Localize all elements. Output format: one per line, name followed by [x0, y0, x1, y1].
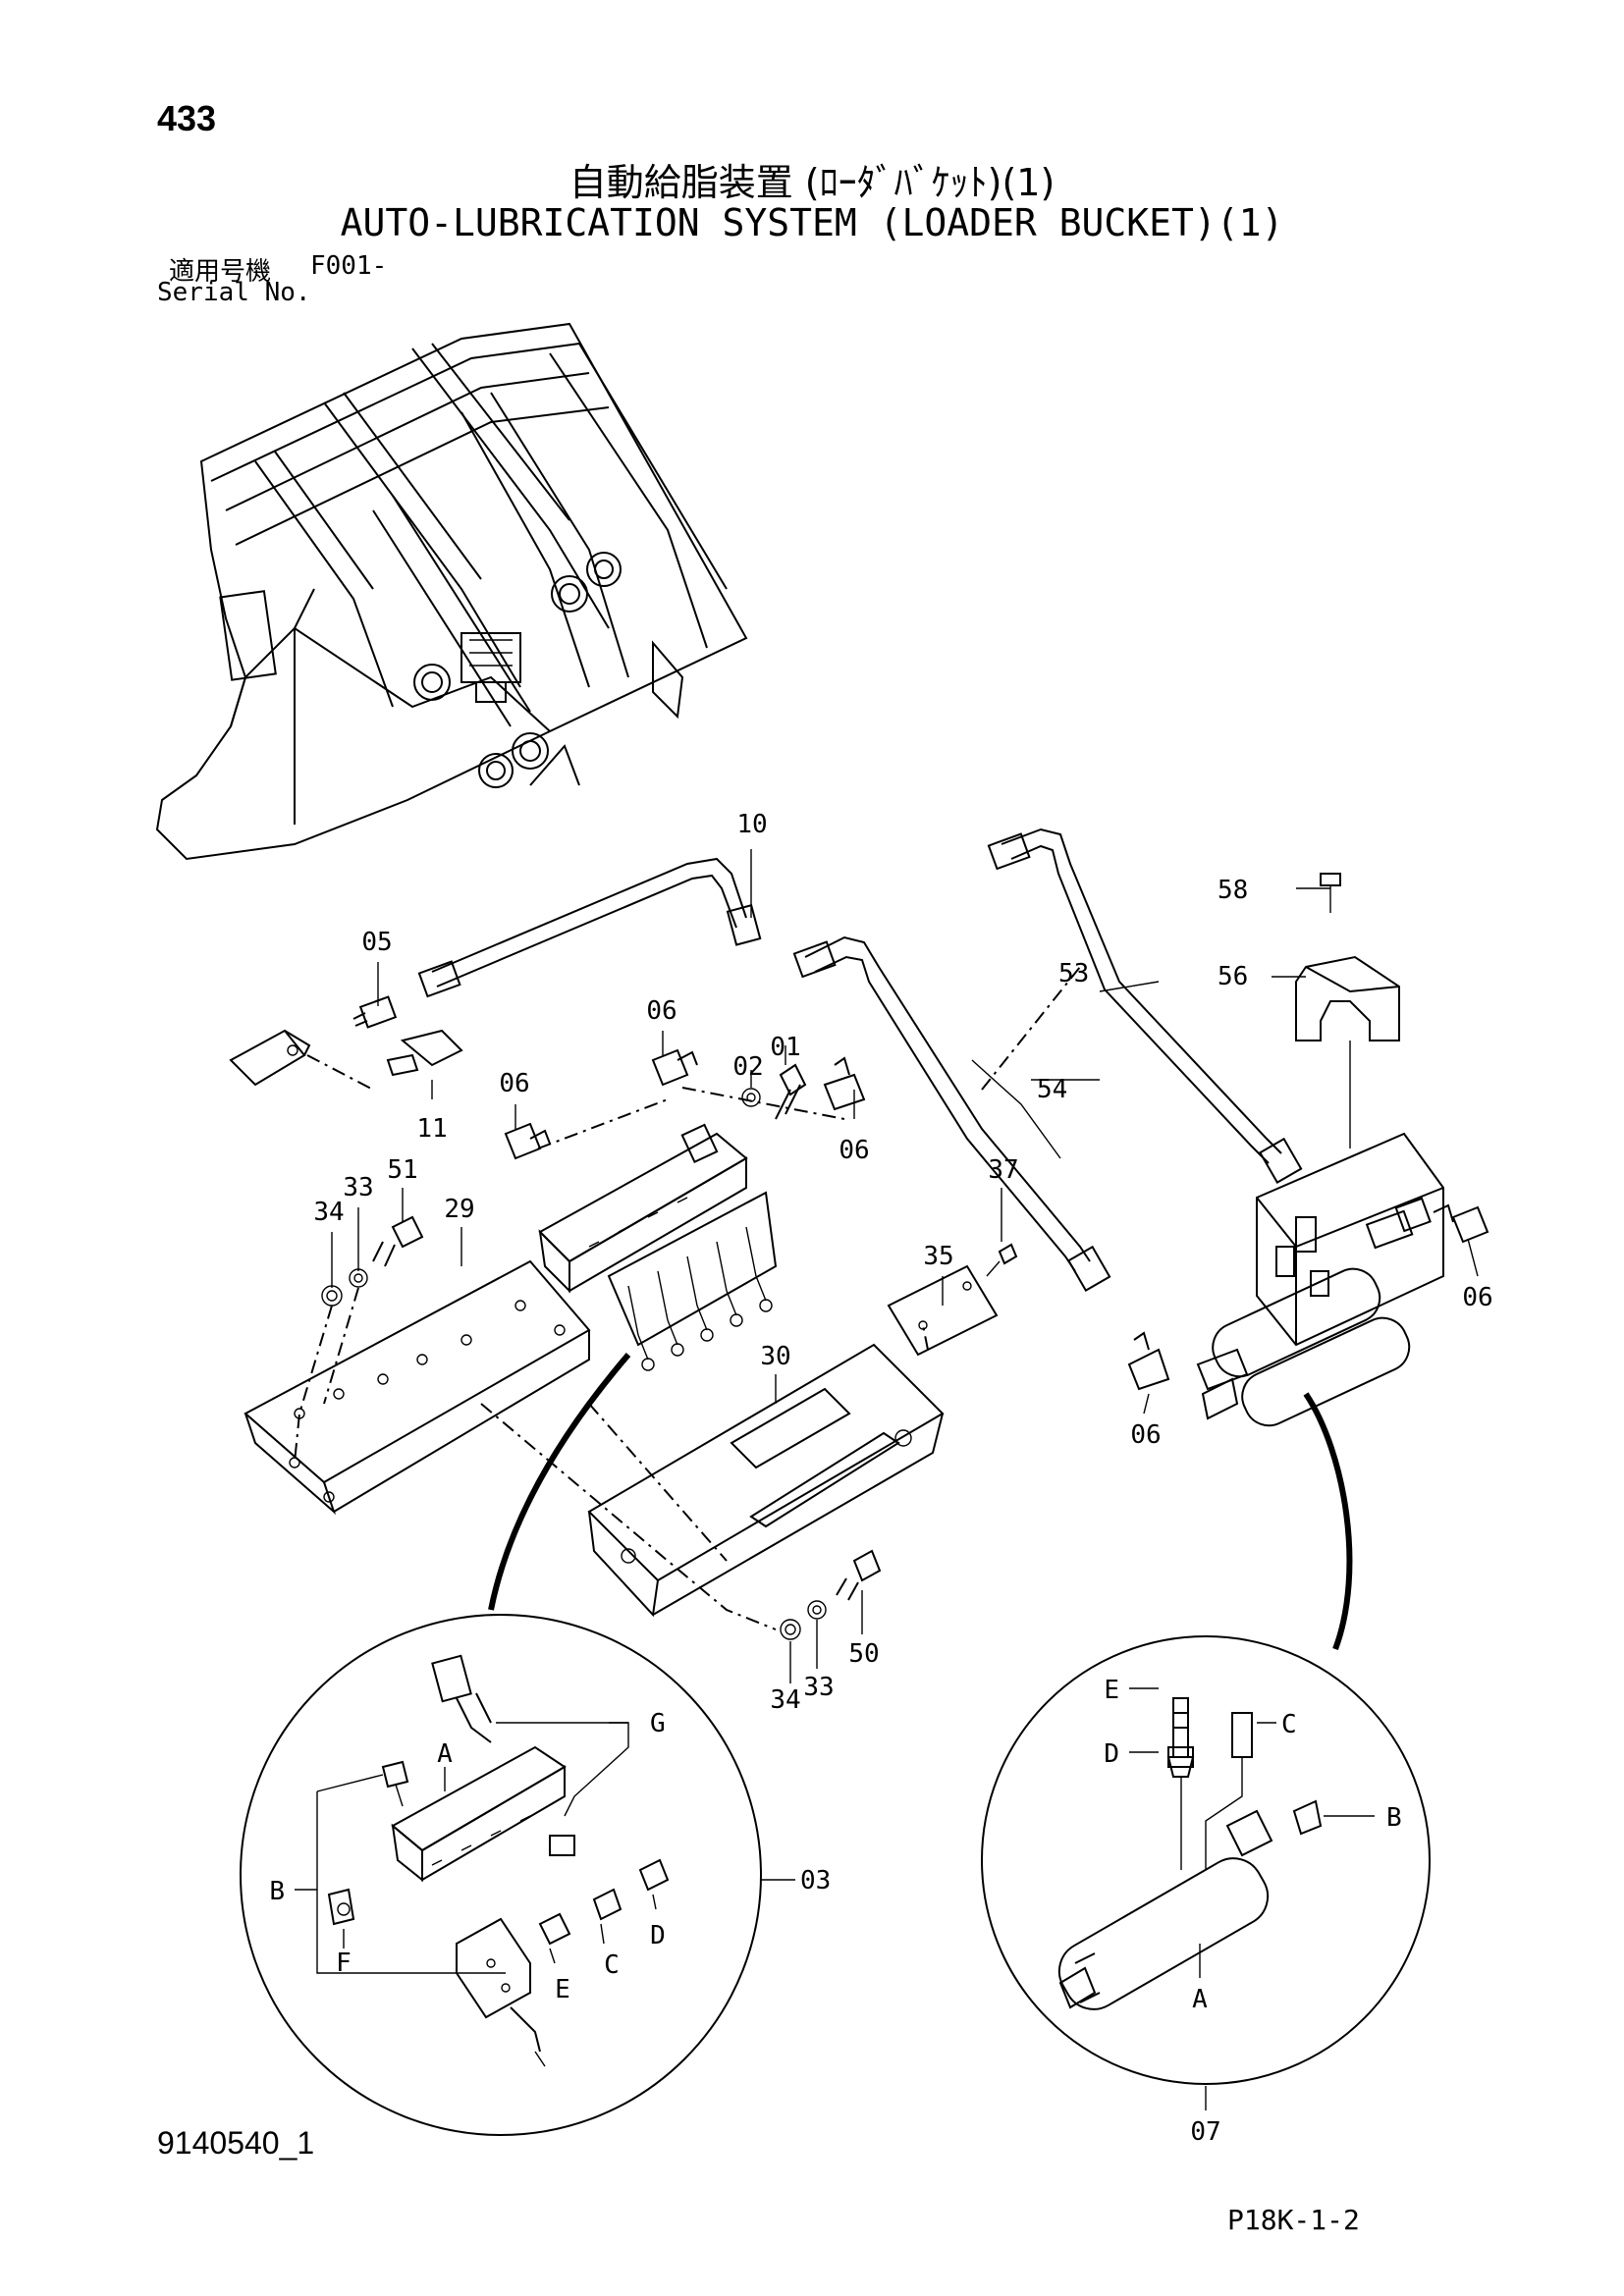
callout-33-b: 33: [803, 1673, 834, 1702]
callout-07: 07: [1190, 2117, 1220, 2147]
sheet-code: P18K-1-2: [1227, 2204, 1360, 2236]
detail-right-label-a: A: [1192, 1985, 1208, 2014]
callout-01: 01: [770, 1033, 800, 1062]
loader-bucket-drawing: [155, 322, 748, 861]
page-number: 433: [157, 98, 217, 138]
callout-29: 29: [444, 1195, 474, 1224]
detail-left-label-e: E: [555, 1975, 570, 2004]
callout-11: 11: [416, 1114, 447, 1144]
callout-30: 30: [760, 1342, 790, 1371]
callout-05: 05: [361, 928, 392, 957]
mounting-plates: [244, 1259, 999, 1618]
drawing-number: 9140540_1: [157, 2125, 315, 2161]
callout-34-b: 34: [770, 1685, 800, 1715]
callout-10: 10: [736, 810, 767, 839]
leader-lines: [294, 849, 1479, 1683]
callout-56: 56: [1218, 962, 1248, 991]
page-title-japanese: 自動給脂装置 (ﾛｰﾀﾞﾊﾞｹｯﾄ)(1): [568, 161, 1056, 204]
detail-left-label-c: C: [604, 1950, 620, 1980]
callout-50: 50: [848, 1639, 879, 1669]
detail-left-labels: A B C D E F G: [269, 1709, 665, 2004]
serial-code: F001-: [310, 251, 388, 281]
callout-labels: 10 05 06 01 02 06 06 11 53 54 58 56 51 3…: [313, 810, 1492, 2147]
callout-37: 37: [988, 1155, 1018, 1185]
callout-06-e: 06: [1130, 1420, 1161, 1450]
detail-left-label-b: B: [269, 1877, 285, 1906]
detail-left-label-d: D: [650, 1921, 666, 1950]
detail-right-label-c: C: [1281, 1710, 1297, 1739]
detail-circle-left: [240, 1614, 795, 2136]
callout-06-c: 06: [839, 1136, 869, 1165]
detail-circle-right: [981, 1635, 1431, 2110]
serial-label-english: Serial No.: [157, 278, 311, 307]
injector-group: [1196, 1041, 1444, 1427]
detail-left-label-f: F: [336, 1949, 352, 1978]
callout-53: 53: [1058, 959, 1089, 988]
callout-06-a: 06: [646, 996, 677, 1026]
detail-right-labels: A B C D E: [1104, 1676, 1401, 2014]
callout-58: 58: [1218, 876, 1248, 905]
distributor-block: [538, 1123, 778, 1371]
detail-connector-right: [1303, 1392, 1353, 1651]
callout-54: 54: [1037, 1075, 1067, 1104]
callout-03: 03: [800, 1866, 831, 1896]
detail-left-label-a: A: [437, 1739, 453, 1769]
detail-right-label-e: E: [1104, 1676, 1119, 1705]
callout-06-d: 06: [1462, 1283, 1492, 1312]
hoses: [417, 828, 1303, 1292]
detail-connector-left: [488, 1353, 631, 1611]
callout-34-a: 34: [313, 1198, 344, 1227]
detail-left-label-g: G: [650, 1709, 666, 1738]
detail-right-label-d: D: [1104, 1739, 1119, 1769]
callout-51: 51: [387, 1155, 417, 1185]
callout-35: 35: [923, 1242, 953, 1271]
page-title-english: AUTO-LUBRICATION SYSTEM (LOADER BUCKET)(…: [340, 201, 1284, 244]
serial-label-japanese: 適用号機: [169, 257, 272, 287]
callout-33-a: 33: [343, 1173, 373, 1202]
callout-06-b: 06: [499, 1069, 529, 1098]
fittings: [229, 873, 1489, 1640]
callout-02: 02: [732, 1052, 763, 1082]
detail-right-label-b: B: [1386, 1803, 1402, 1833]
